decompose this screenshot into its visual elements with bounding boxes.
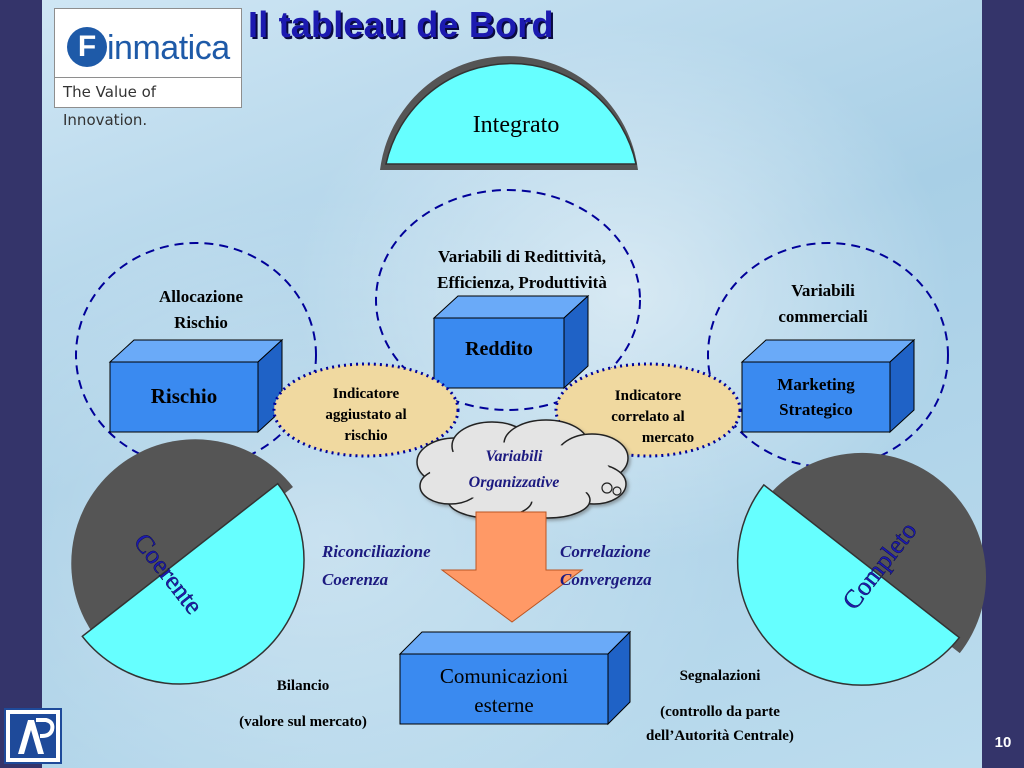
allocazione-line1: Allocazione: [158, 287, 244, 306]
organizzative-line2: Organizzative: [468, 474, 560, 491]
finmatica-tagline: The Value of Innovation.: [55, 77, 241, 129]
left-band: [0, 0, 42, 768]
organizzative-line1: Variabili: [485, 448, 543, 465]
bilancio-label: Bilancio (valore sul mercato): [208, 668, 398, 740]
correlazione-line2: Convergenza: [560, 570, 652, 589]
bilancio-line2: (valore sul mercato): [239, 714, 367, 730]
rischio-label: Rischio: [150, 384, 218, 408]
completo-shape: [736, 452, 987, 686]
ind-rischio-line2: aggiustato al: [325, 407, 407, 423]
ind-rischio-line3: rischio: [344, 428, 388, 444]
correlazione-label: Correlazione Convergenza: [560, 538, 652, 594]
redditivita-dashed-circle: [375, 189, 641, 411]
finmatica-logo-mark: F: [67, 27, 107, 67]
riconciliazione-label: Riconciliazione Coerenza: [322, 538, 431, 594]
commerciali-line1: Variabili: [791, 281, 855, 300]
variabili-redditivita-label: Variabili di Redittività, Efficienza, Pr…: [392, 244, 652, 296]
ind-mercato-line1: Indicatore: [614, 388, 682, 404]
variabili-redditivita-line2: Efficienza, Produttività: [437, 273, 607, 292]
correlazione-line1: Correlazione: [560, 542, 651, 561]
coerente-shape: [71, 439, 305, 685]
reddito-label: Reddito: [465, 338, 533, 360]
ind-rischio-line1: Indicatore: [332, 386, 400, 402]
variabili-commerciali-label: Variabili commerciali: [748, 278, 898, 330]
reddito-box: [432, 294, 590, 390]
integrato-label: Integrato: [472, 112, 560, 138]
down-arrow: [440, 511, 584, 623]
finmatica-logo-word: inmatica: [107, 29, 230, 67]
segnalazioni-label: Segnalazioni (controllo da parte dell’Au…: [610, 664, 830, 748]
comunicazioni-label: Comunicazioni esterne: [400, 662, 608, 720]
marketing-label: Marketing Strategico: [742, 372, 890, 422]
commerciali-line2: commerciali: [778, 307, 868, 326]
integrato-shape: [385, 62, 637, 165]
ind-mercato-line3: mercato: [641, 430, 695, 446]
riconciliazione-line1: Riconciliazione: [322, 542, 431, 561]
marketing-label-line2: Strategico: [779, 400, 853, 419]
slide-title: Il tableau de Bord: [248, 4, 554, 45]
bilancio-line1: Bilancio: [276, 678, 330, 694]
segnalazioni-line3: dell’Autorità Centrale): [646, 728, 794, 744]
riconciliazione-line2: Coerenza: [322, 570, 389, 589]
indicatore-mercato-label: Indicatore correlato al mercato: [578, 386, 718, 449]
variabili-organizzative-label: Variabili Organizzative: [432, 444, 596, 496]
corner-logo-icon: [10, 714, 56, 758]
variabili-redditivita-line1: Variabili di Redittività,: [438, 247, 606, 266]
allocazione-rischio-label: Allocazione Rischio: [126, 284, 276, 336]
segnalazioni-line1: Segnalazioni: [679, 668, 761, 684]
comunicazioni-label-line2: esterne: [474, 693, 534, 717]
allocazione-line2: Rischio: [174, 313, 228, 332]
right-band: [982, 0, 1024, 768]
comunicazioni-label-line1: Comunicazioni: [439, 664, 569, 688]
indicatore-rischio-label: Indicatore aggiustato al rischio: [296, 384, 436, 447]
marketing-box: [740, 338, 916, 434]
marketing-label-line1: Marketing: [777, 375, 855, 394]
segnalazioni-line2: (controllo da parte: [660, 704, 780, 720]
page-number: 10: [994, 734, 1012, 751]
corner-logo: [4, 708, 62, 764]
indicatore-rischio-oval: [272, 362, 460, 458]
comunicazioni-box: [398, 630, 632, 726]
organizzative-cloud: [416, 419, 629, 519]
indicatore-mercato-oval: [554, 362, 742, 458]
ind-mercato-line2: correlato al: [611, 409, 685, 425]
finmatica-logo: F inmatica The Value of Innovation.: [54, 8, 242, 129]
